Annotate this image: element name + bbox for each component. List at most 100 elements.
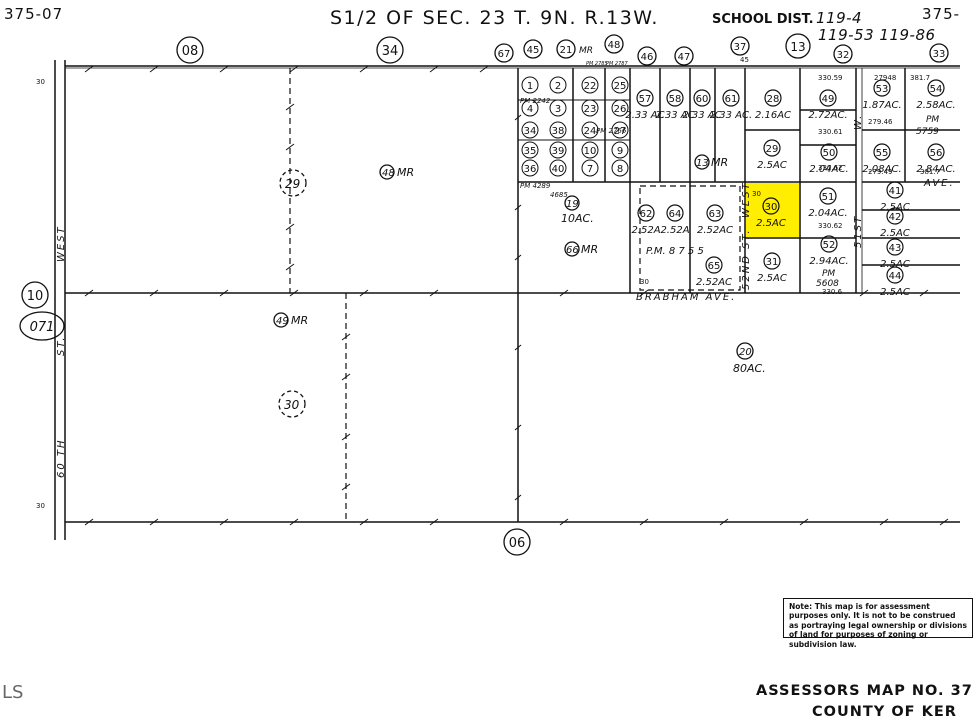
surround-67: 67: [498, 49, 511, 60]
surround-circle: [833, 44, 853, 64]
surround-21: 21: [560, 45, 573, 56]
parcel-acreage-55: 2.08AC.: [862, 164, 901, 175]
parcel-acreage-54: 2.58AC.: [916, 100, 955, 111]
dashed-parcel-outline: [639, 185, 741, 291]
parcel-acreage-56: 2.84AC.: [916, 164, 955, 175]
parcel-circle: [666, 204, 684, 222]
pm-8755: P.M. 8 7 5 5: [646, 246, 704, 257]
pm-5608-label: PM: [822, 269, 835, 279]
grid-parcel-40: 40: [552, 164, 565, 175]
parcel-acreage-52: 2.94AC.: [809, 256, 848, 267]
surround-circle: [929, 43, 949, 63]
parcel-acreage-50: 2.04AC.: [809, 164, 848, 175]
parcel-acreage-57: 2.33 AC: [625, 110, 664, 121]
parcel-circle: [564, 241, 580, 257]
parcel-acreage-42: 2.5AC: [880, 228, 910, 239]
footer-map-no: ASSESSORS MAP NO. 37: [756, 683, 973, 699]
parcel-circle: [820, 143, 838, 161]
surround-circle: [523, 39, 543, 59]
grid-circle: [581, 99, 599, 117]
surround-37: 37: [734, 42, 747, 53]
parcel-number-65: 65: [708, 261, 721, 272]
surround-21-sub: MR: [579, 46, 593, 56]
parcel-circle: [379, 164, 395, 180]
parcel-circle: [762, 197, 780, 215]
parcel-circle: [873, 143, 891, 161]
parcel-number-53: 53: [876, 84, 889, 95]
assessment-note: Note: This map is for assessment purpose…: [783, 598, 973, 649]
parcel-number-54: 54: [930, 84, 943, 95]
dashed-circle: [279, 169, 307, 197]
grid-circle: [521, 141, 539, 159]
surround-071: 071: [30, 320, 55, 335]
parcel-number-62: 62: [640, 209, 653, 220]
parcel-circle: [927, 79, 945, 97]
grid-circle: [581, 159, 599, 177]
dim-6: 27948: [874, 74, 896, 82]
parcel-number-64: 64: [669, 209, 682, 220]
parcel-circle: [886, 181, 904, 199]
surround-circle: [21, 281, 49, 309]
street-60th: 60 TH: [56, 438, 67, 478]
surround-33: 33: [933, 49, 946, 60]
parcel-acreage-43: 2.5AC: [880, 259, 910, 270]
surround-10: 10: [27, 289, 44, 304]
book-ellipse: [19, 311, 65, 341]
parcel-acreage-49: 2.72AC.: [808, 110, 847, 121]
pm-2785: PM 2785: [586, 61, 608, 67]
dim-15: 45: [740, 56, 749, 64]
parcel-circle: [736, 342, 754, 360]
surround-48: 48: [608, 40, 621, 51]
street-brabham: BRABHAM AVE.: [636, 292, 736, 303]
grid-circle: [521, 121, 539, 139]
parcel-number-51: 51: [822, 192, 835, 203]
grid-parcel-3: 3: [555, 104, 561, 115]
parcel-circle: [819, 187, 837, 205]
grid-circle: [549, 76, 567, 94]
parcel-number-31: 31: [766, 257, 779, 268]
parcel-acreage-65: 2.52AC: [696, 277, 732, 288]
parcel-acreage-60: 2.33 AC: [682, 110, 721, 121]
school-district-code: 119-4: [816, 9, 863, 27]
parcel-circle: [763, 252, 781, 270]
parcel-number-50: 50: [823, 148, 836, 159]
dim-9: 279.49: [868, 168, 893, 176]
grid-parcel-23: 23: [584, 104, 597, 115]
parcel-circle: [706, 204, 724, 222]
street-52nd: 52ND ST.: [741, 228, 752, 290]
parcel-acreage-63: 2.52AC: [697, 225, 733, 236]
grid-parcel-22: 22: [584, 81, 597, 92]
school-district-code-2: 119-53 119-86: [818, 26, 936, 44]
edge-mark: LS: [2, 682, 24, 703]
parcel-number-58: 58: [669, 94, 682, 105]
grid-parcel-38: 38: [552, 126, 565, 137]
grid-circle: [549, 121, 567, 139]
grid-parcel-27: 27: [614, 126, 627, 137]
parcel-circle: [694, 154, 710, 170]
dim-2: 330.61: [818, 128, 843, 136]
highlighted-parcel-30: [746, 183, 799, 237]
parcel-number-29: 29: [766, 144, 779, 155]
parcel-acreage-28: 2.16AC: [755, 110, 791, 121]
parcel-13: 13: [696, 158, 709, 169]
street-51st: 51ST: [853, 215, 864, 248]
parcel-number-28: 28: [767, 94, 780, 105]
surround-circle: [494, 43, 514, 63]
surround-circle: [604, 34, 624, 54]
parcel-circle: [693, 89, 711, 107]
grid-parcel-10: 10: [584, 146, 597, 157]
hatch-marks: [84, 65, 949, 526]
street-st: ST.: [56, 336, 67, 356]
parcel-acreage-29: 2.5AC: [757, 160, 787, 171]
book-number-left: 375-07: [4, 5, 64, 23]
parcel-30: 30: [284, 398, 300, 412]
grid-circle: [521, 76, 539, 94]
grid-circle: [581, 76, 599, 94]
dashed-circle: [278, 390, 306, 418]
parcel-49: 49: [276, 316, 289, 327]
surround-circle: [674, 46, 694, 66]
parcel-number-63: 63: [709, 209, 722, 220]
parcel-29: 29: [285, 177, 300, 191]
